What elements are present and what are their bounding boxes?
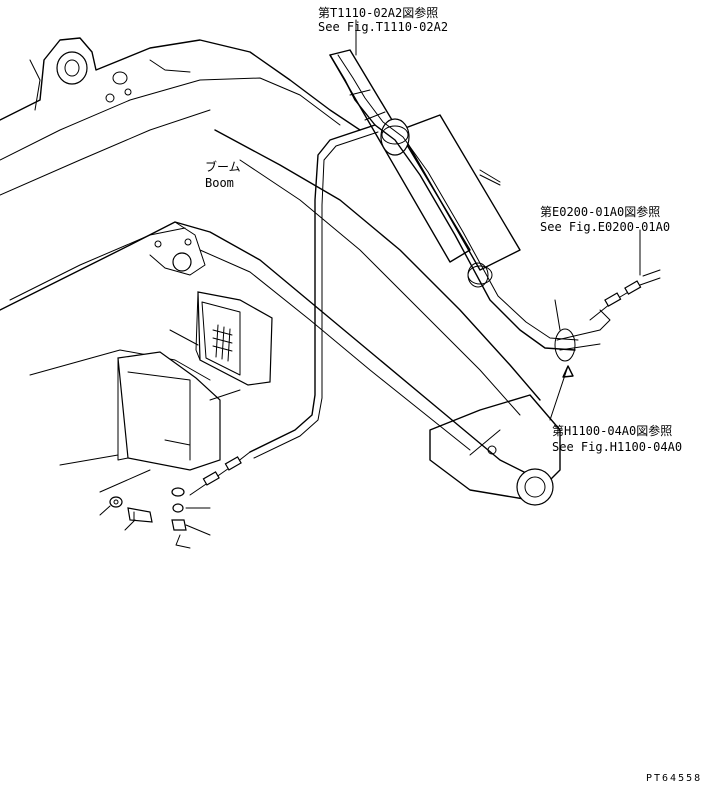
hose-line <box>329 54 601 351</box>
ref-top-en: See Fig.T1110-02A2 <box>318 20 449 34</box>
leader-lines <box>355 19 641 331</box>
lamp-bracket-icon <box>29 349 241 493</box>
bolt-icon <box>124 507 153 531</box>
boom-label-en: Boom <box>205 176 234 190</box>
ref-mid-jp: 第E0200-01A0図参照 <box>540 205 661 219</box>
arrow-icon <box>549 365 574 421</box>
ref-low-en: See Fig.H1100-04A0 <box>552 440 683 454</box>
work-lamp-icon <box>169 291 273 386</box>
ref-top-jp: 第T1110-02A2図参照 <box>318 6 439 20</box>
connector-icon <box>589 269 661 331</box>
ref-low-jp: 第H1100-04A0図参照 <box>552 424 673 438</box>
nut-icon <box>171 487 211 549</box>
lamp-wire-rod <box>249 124 379 459</box>
boom-upper-outline <box>0 37 361 196</box>
boom-lower-outline <box>0 129 561 506</box>
hose-clamps <box>381 125 576 362</box>
boom-label-jp: ブーム <box>205 160 241 174</box>
lamp-lead <box>189 451 251 496</box>
washer-icon <box>99 496 123 516</box>
drawing-number: PT64558 <box>646 773 703 784</box>
ref-mid-en: See Fig.E0200-01A0 <box>540 220 671 234</box>
